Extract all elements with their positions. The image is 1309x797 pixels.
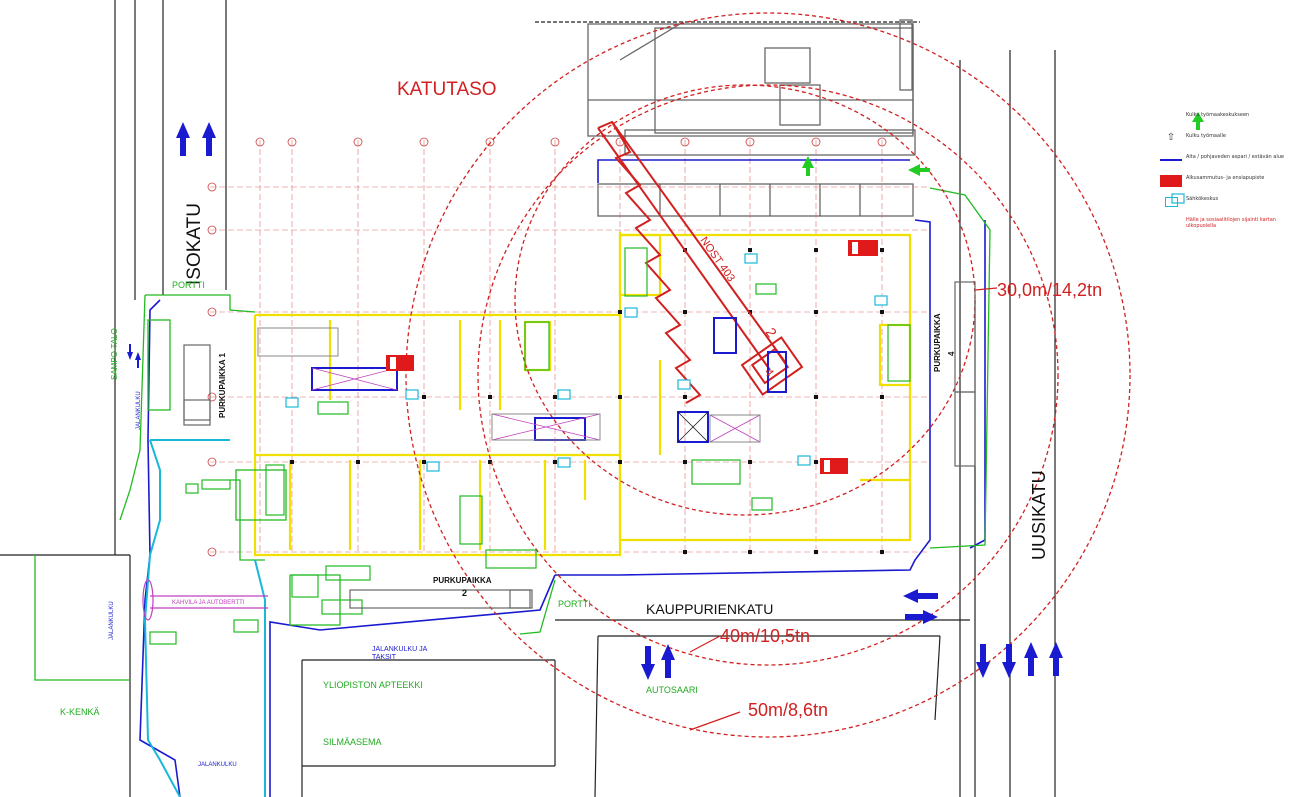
traffic-arrows: [127, 122, 1063, 680]
purkupaikka-bottom-label: PURKUPAIKKA: [433, 576, 492, 585]
cyan-path: [143, 439, 266, 797]
legend-item: Alkusammutus- ja ensiapupiste: [1160, 175, 1300, 187]
legend-label: Aita / pohjaveden aspari / estävän alue: [1186, 154, 1284, 160]
katutaso-label: KATUTASO: [397, 79, 497, 100]
fence-line-icon: [1160, 154, 1182, 166]
portti-top-label: PORTTI: [172, 280, 205, 290]
sampo-talo-label: SAMPO-TALO: [110, 328, 119, 380]
autosaari-label: AUTOSAARI: [646, 685, 698, 695]
kauppurienkatu-label: KAUPPURIENKATU: [646, 601, 773, 617]
uusikatu-label: UUSIKATU: [1029, 470, 1049, 560]
purkupaikka-1-label: PURKUPAIKKA 1: [218, 353, 227, 418]
legend-label: Kulku työmaalle: [1186, 133, 1226, 139]
jalankulku-left-label: JALANKULKU: [136, 391, 142, 430]
container-hatches: [311, 367, 761, 443]
street-lines: [0, 0, 1056, 797]
structural-grid: [210, 140, 930, 555]
purkupaikka-4-number: 4: [947, 351, 956, 356]
silmaasema-label: SILMÄASEMA: [323, 737, 382, 747]
jalankulku-ja-taksit-line1: JALANKULKU JA: [372, 646, 428, 653]
kahvila-label: KAHVILA JA AUTOBERTTI: [172, 600, 245, 606]
green-arrow-icon: [1160, 112, 1182, 124]
crane-radius-middle: 40m/10,5tn: [720, 626, 810, 646]
leader-lines: [689, 287, 998, 731]
jalankulku-bottom-left-label: JALANKULKU: [109, 601, 115, 640]
electrical-boxes: [285, 193, 1185, 472]
crane-radius-outer: 50m/8,6tn: [748, 700, 828, 720]
grid-markers: [207, 137, 887, 557]
building-outline: [253, 232, 912, 557]
legend-label: Alkusammutus- ja ensiapupiste: [1186, 175, 1265, 181]
legend-label: Sähkökeskus: [1186, 196, 1219, 202]
purkupaikka-4-label: PURKUPAIKKA: [933, 313, 942, 372]
first-aid-icon: [1160, 175, 1182, 187]
green-boxes: [149, 247, 911, 645]
green-routes: [34, 187, 991, 681]
legend-label: Hälle ja sosiaalitilojen sijainti kartan…: [1186, 217, 1276, 229]
k-kenka-label: K-KENKÄ: [60, 707, 100, 717]
legend-item: Sähkökeskus: [1160, 196, 1300, 208]
legend-blank: [1160, 217, 1182, 229]
hatch-panels: [257, 327, 761, 443]
purkupaikka-bottom-number: 2: [462, 588, 467, 598]
arrow-icon: ⇧: [1166, 132, 1176, 143]
legend-item: Hälle ja sosiaalitilojen sijainti kartan…: [1160, 217, 1300, 229]
legend-label: Kulku työmaakeskukseen: [1186, 112, 1250, 118]
columns: [290, 248, 884, 554]
legend-item: Aita / pohjaveden aspari / estävän alue: [1160, 154, 1300, 166]
electrical-box-icon: [1160, 196, 1182, 208]
crane-marker-4: 4: [762, 366, 777, 380]
yliopiston-apteekki-label: YLIOPISTON APTEEKKI: [323, 680, 423, 690]
crane-marker-2: 2: [763, 325, 781, 341]
legend: Kulku työmaakeskukseen ⇧ Kulku työmaalle…: [1160, 112, 1300, 238]
legend-item: ⇧ Kulku työmaalle: [1160, 133, 1300, 145]
jalankulku-ja-taksit-line2: TAKSIT: [372, 654, 397, 661]
crane-radius-inner: 30,0m/14,2tn: [997, 280, 1102, 300]
magenta-route: [142, 579, 268, 621]
legend-item: Kulku työmaakeskukseen: [1160, 112, 1300, 124]
jalankulku-bottom-label: JALANKULKU: [198, 762, 237, 768]
portti-bottom-label: PORTTI: [558, 599, 591, 609]
green-arrows: [802, 112, 1204, 176]
trucks: [183, 281, 976, 609]
isokatu-label: ISOKATU: [184, 203, 205, 285]
tower-crane: [597, 120, 804, 404]
first-aid-boxes: [386, 240, 878, 474]
